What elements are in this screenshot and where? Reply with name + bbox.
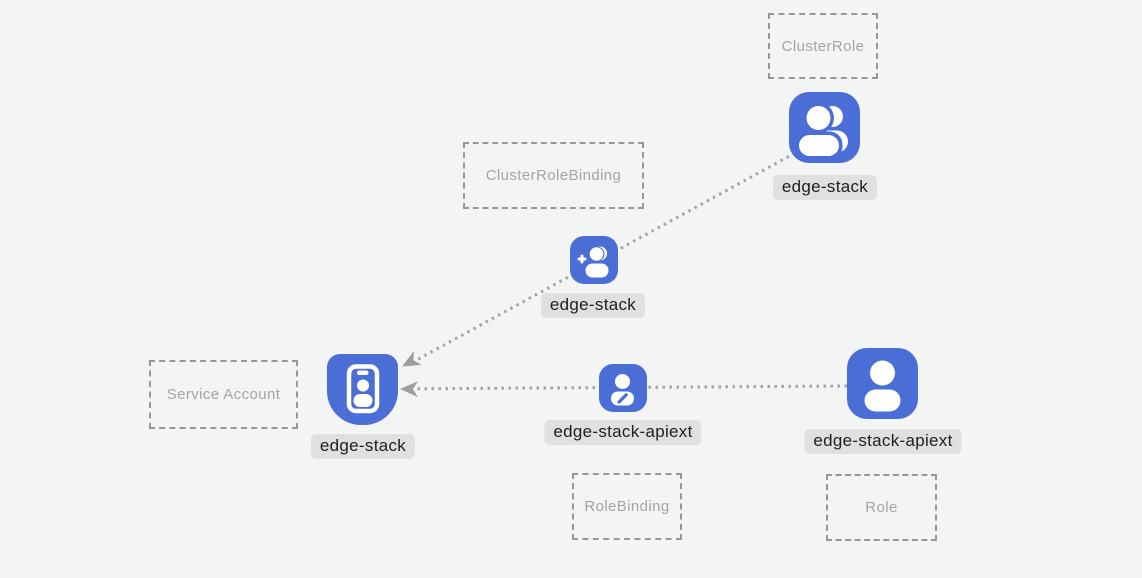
type-box-label: ClusterRole — [781, 37, 865, 55]
edge-role-to-serviceaccount — [413, 384, 848, 391]
type-box-clusterrole: ClusterRole — [768, 13, 878, 79]
type-box-rolebinding: RoleBinding — [572, 473, 682, 540]
type-box-role: Role — [826, 474, 937, 541]
type-box-label: RoleBinding — [584, 498, 670, 515]
type-box-label: ClusterRoleBinding — [485, 167, 622, 184]
node-label-serviceaccount-edge-stack: edge-stack — [310, 434, 416, 459]
user-edit-icon — [599, 364, 647, 412]
node-label-clusterrole-edge-stack: edge-stack — [772, 175, 878, 200]
user-icon — [847, 348, 918, 419]
type-box-label: Service Account — [166, 386, 281, 403]
node-label-rolebinding-edge-stack-apiext: edge-stack-apiext — [544, 420, 702, 445]
users-icon — [789, 92, 860, 163]
user-add-icon — [570, 236, 618, 284]
type-box-clusterrolebinding: ClusterRoleBinding — [463, 142, 644, 209]
id-badge-icon — [327, 354, 398, 425]
arrowhead-horizontal — [400, 381, 419, 398]
arrowhead-diagonal — [402, 350, 422, 367]
type-box-service-account: Service Account — [149, 360, 298, 429]
node-label-clusterrolebinding-edge-stack: edge-stack — [540, 293, 646, 318]
type-box-label: Role — [865, 499, 898, 516]
node-label-role-edge-stack-apiext: edge-stack-apiext — [804, 429, 962, 454]
